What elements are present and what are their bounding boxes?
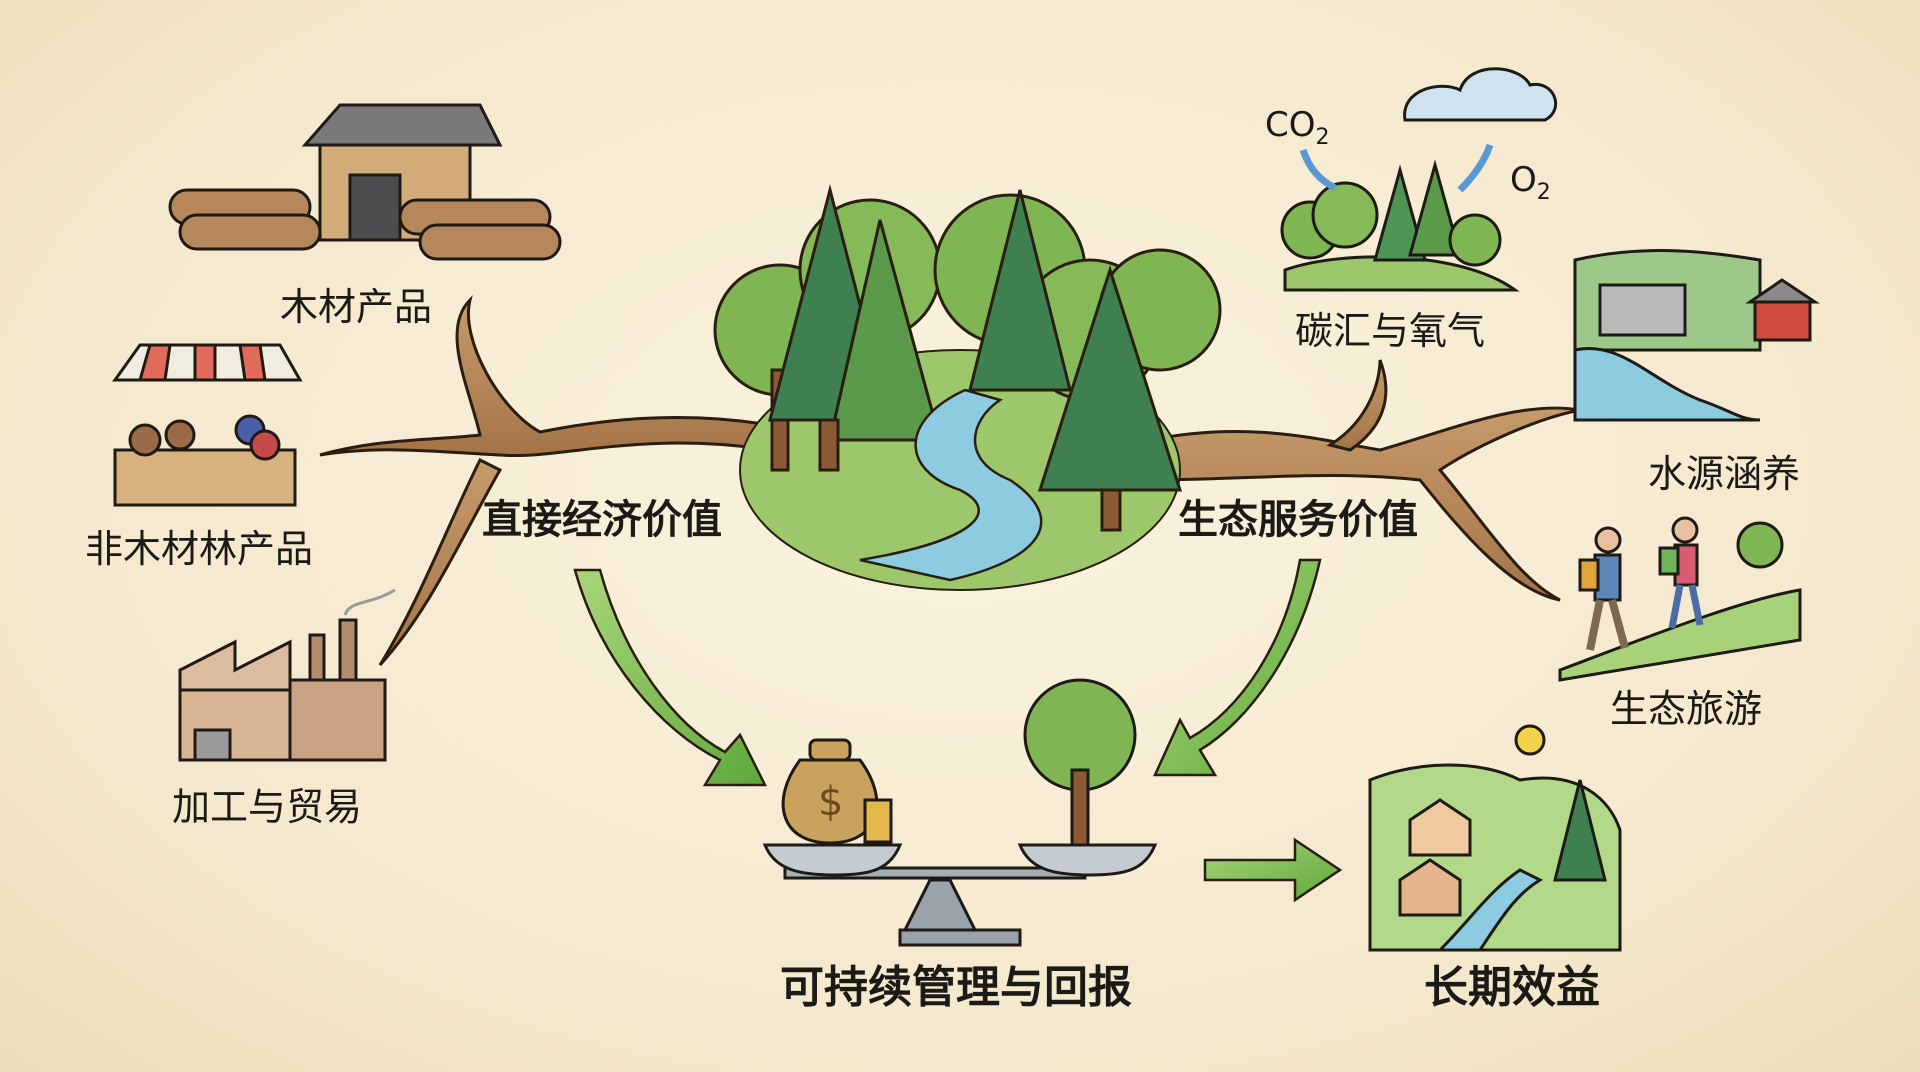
dam-farm-icon <box>1573 249 1820 422</box>
svg-text:$: $ <box>818 779 843 825</box>
co2-text: CO <box>1265 105 1316 145</box>
factory-icon <box>178 588 396 762</box>
arrow-o2-out <box>1457 143 1494 193</box>
lumber-mill-icon <box>168 103 562 261</box>
arrow-co2-in <box>1299 148 1337 192</box>
money-bag-icon: $ <box>781 738 893 845</box>
label-co2: CO2 <box>1265 105 1330 150</box>
balance-scale-icon <box>762 843 1158 947</box>
river-icon <box>859 388 1043 582</box>
left-branch <box>319 295 772 667</box>
label-non-timber-products: 非木材林产品 <box>85 527 314 571</box>
o2-text: O <box>1510 160 1537 200</box>
right-branch <box>1148 359 1581 602</box>
label-eco-tourism: 生态旅游 <box>1610 687 1763 731</box>
arrow-ecological-to-balance <box>1153 558 1322 777</box>
market-stall-icon <box>112 343 303 507</box>
tree-icon <box>1023 678 1137 847</box>
label-sustainable-management: 可持续管理与回报 <box>780 962 1132 1013</box>
cloud-icon <box>1403 67 1558 122</box>
o2-subscript: 2 <box>1536 179 1551 205</box>
forest-icon <box>713 184 1222 591</box>
label-direct-economic-value: 直接经济价值 <box>482 497 722 543</box>
co2-subscript: 2 <box>1315 124 1330 150</box>
carbon-sink-icon <box>1280 67 1558 292</box>
label-o2: O2 <box>1510 160 1551 205</box>
label-water-conservation: 水源涵养 <box>1648 452 1801 496</box>
label-carbon-oxygen: 碳汇与氧气 <box>1295 309 1486 353</box>
village-landscape-icon <box>1368 724 1622 952</box>
label-processing-trade: 加工与贸易 <box>172 785 363 829</box>
label-long-term-benefits: 长期效益 <box>1424 962 1600 1013</box>
arrow-economic-to-balance <box>573 568 768 787</box>
sun-icon <box>1514 724 1546 756</box>
label-timber-products: 木材产品 <box>280 285 433 329</box>
arrow-balance-to-outcome <box>1203 837 1343 903</box>
label-ecosystem-service-value: 生态服务价值 <box>1178 497 1418 543</box>
hikers-icon <box>1558 516 1802 682</box>
